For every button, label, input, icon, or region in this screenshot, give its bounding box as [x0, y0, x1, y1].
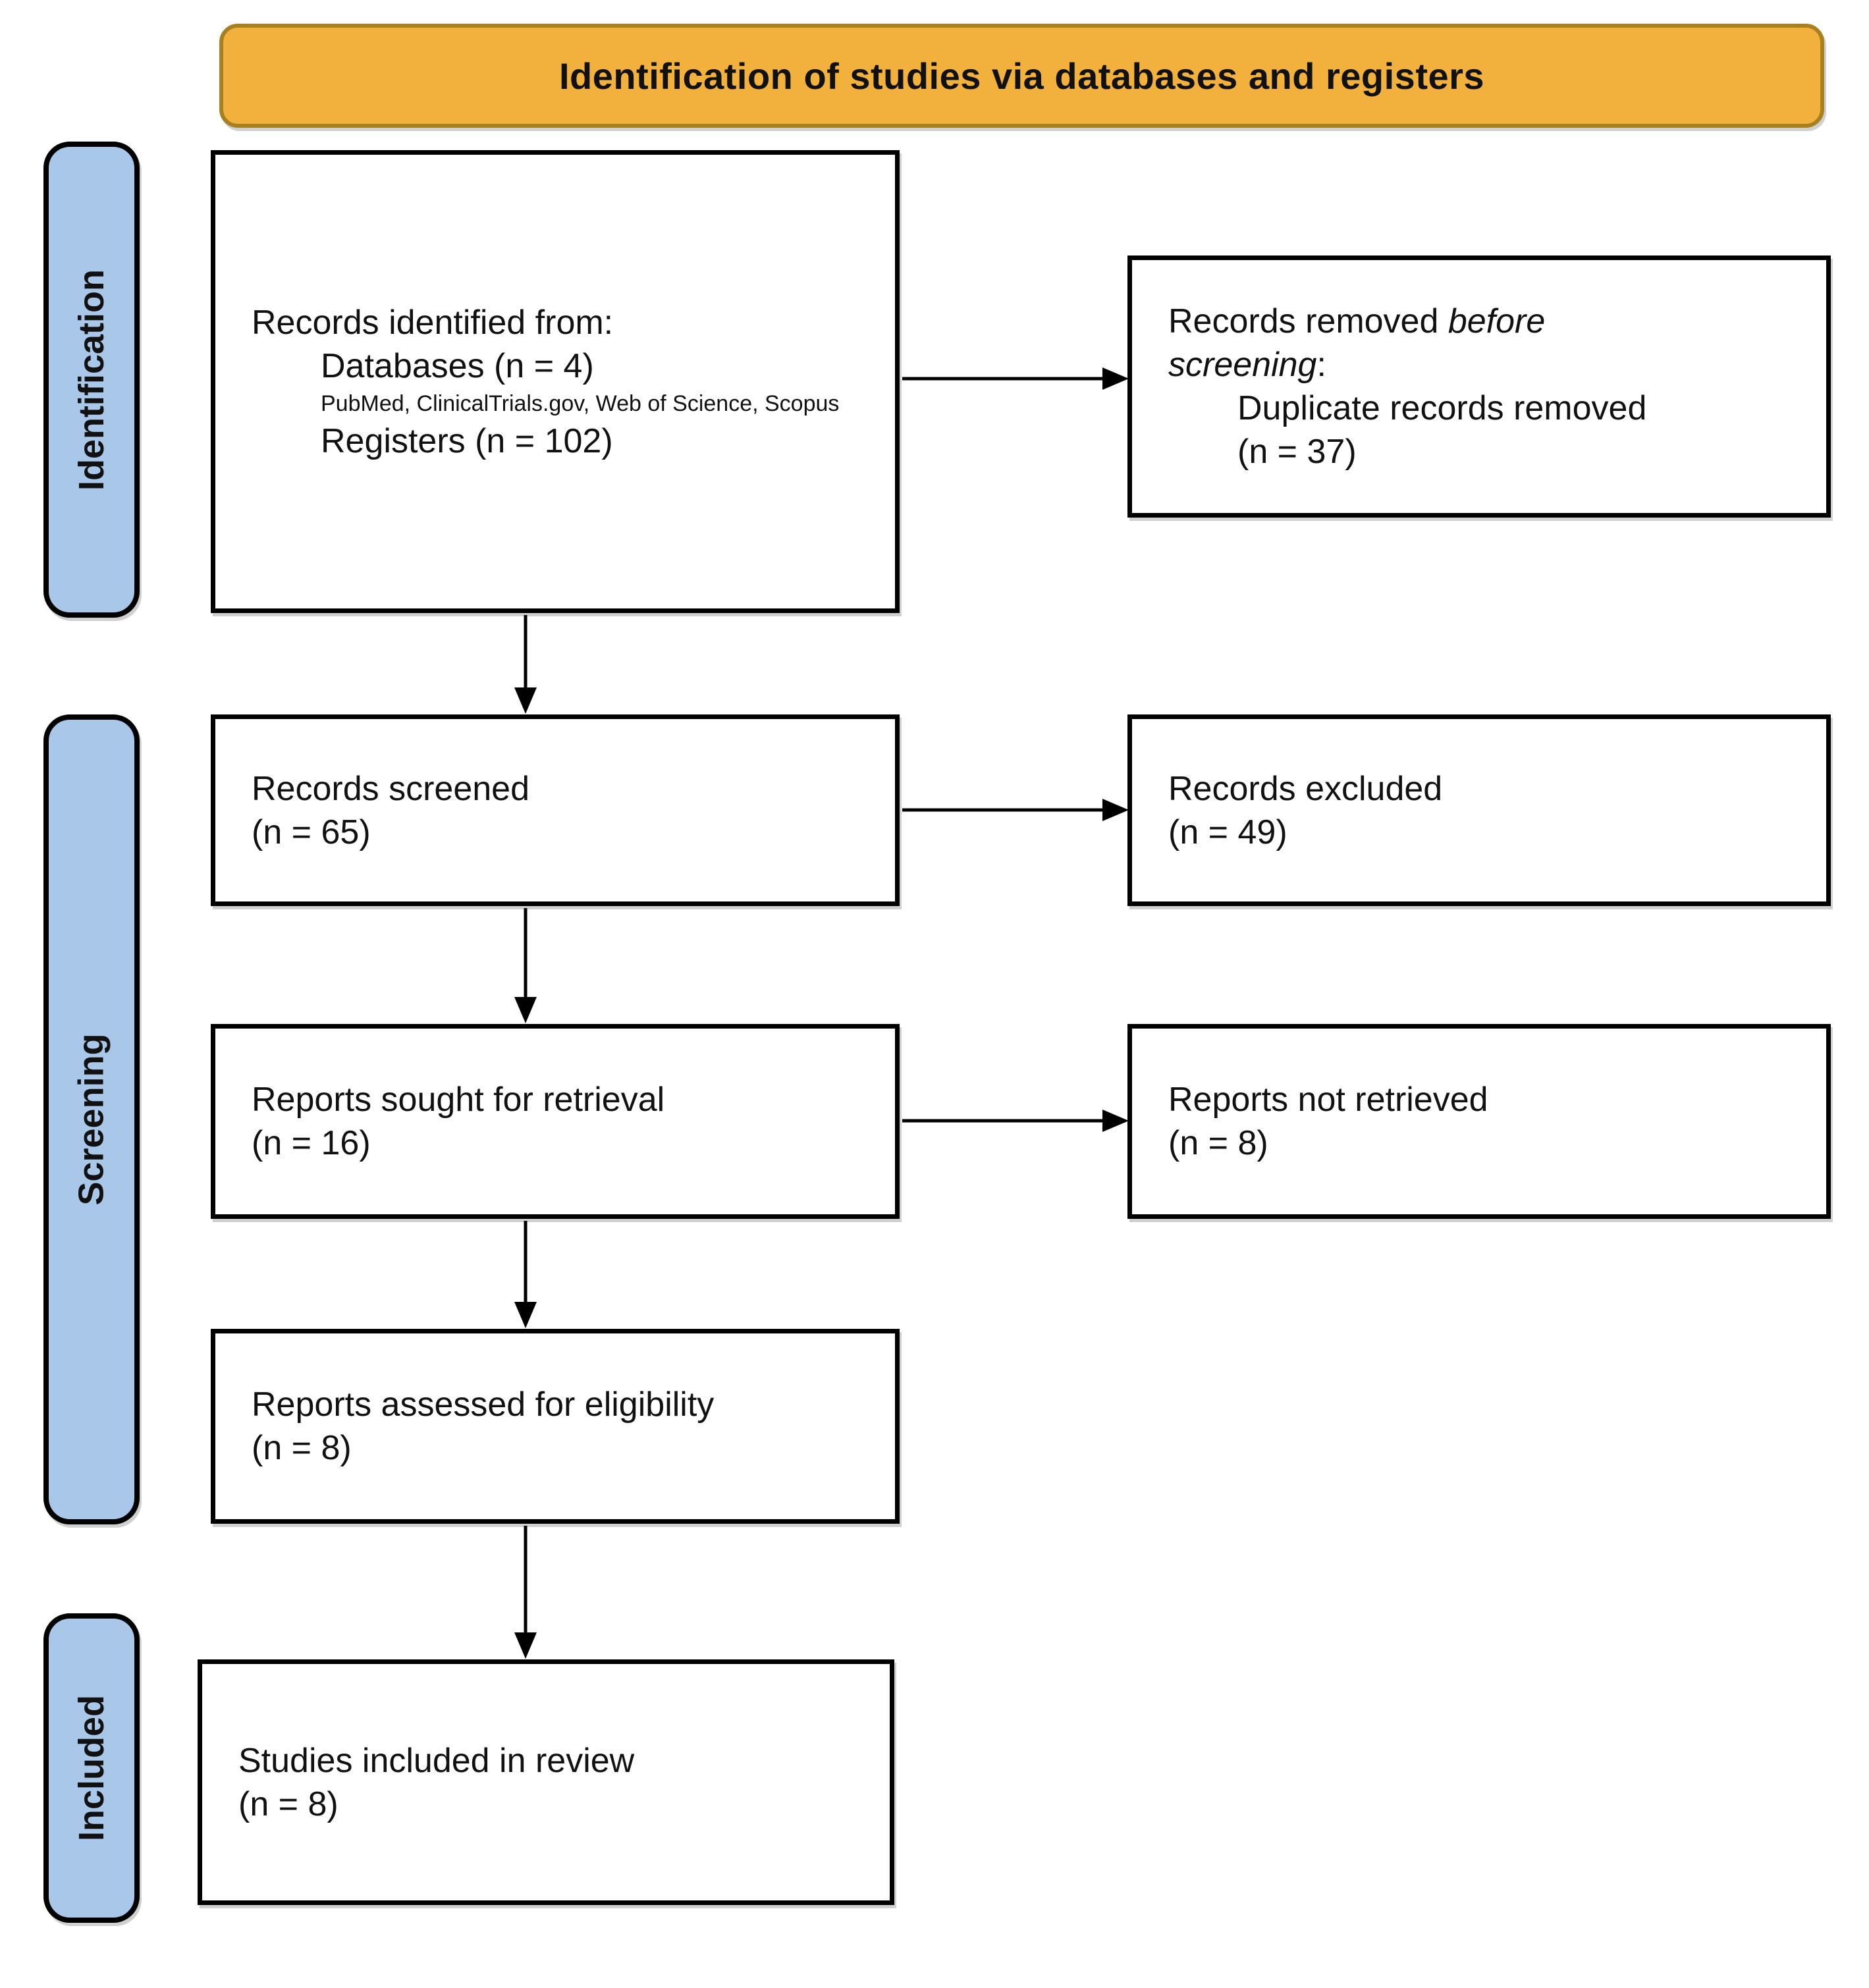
reports-assessed-count: (n = 8): [252, 1429, 352, 1467]
reports-not-retrieved-count: (n = 8): [1168, 1124, 1268, 1162]
records-removed-line2-normal: :: [1316, 346, 1326, 384]
stage-label-identification: Identification: [72, 269, 111, 491]
studies-included-count: (n = 8): [238, 1785, 339, 1823]
records-excluded-title: Records excluded: [1168, 769, 1443, 808]
stage-bar-identification: Identification: [43, 142, 140, 618]
records-removed-line1: Records removed before: [1168, 300, 1545, 343]
box-studies-included: Studies included in review (n = 8): [198, 1659, 894, 1905]
records-removed-line1-normal: Records removed: [1168, 302, 1448, 340]
records-identified-registers: Registers (n = 102): [321, 421, 613, 460]
reports-sought-count: (n = 16): [252, 1124, 371, 1162]
stage-label-included: Included: [72, 1694, 112, 1842]
records-removed-line1-italic: before: [1448, 302, 1546, 340]
stage-bar-screening: Screening: [43, 714, 140, 1524]
box-reports-sought: Reports sought for retrieval (n = 16): [211, 1024, 900, 1219]
box-records-screened: Records screened (n = 65): [211, 714, 900, 906]
records-screened-count: (n = 65): [252, 813, 371, 851]
stage-label-screening: Screening: [72, 1033, 111, 1206]
reports-not-retrieved-title: Reports not retrieved: [1168, 1081, 1488, 1119]
stage-bar-included: Included: [43, 1613, 140, 1923]
records-identified-title: Records identified from:: [252, 303, 614, 342]
records-excluded-count: (n = 49): [1168, 813, 1287, 851]
banner-title: Identification of studies via databases …: [558, 55, 1485, 97]
banner: Identification of studies via databases …: [219, 24, 1824, 128]
box-reports-not-retrieved: Reports not retrieved (n = 8): [1127, 1024, 1831, 1219]
records-removed-count: (n = 37): [1237, 433, 1357, 471]
box-reports-assessed: Reports assessed for eligibility (n = 8): [211, 1329, 900, 1524]
box-records-identified: Records identified from: Databases (n = …: [211, 150, 900, 613]
reports-assessed-title: Reports assessed for eligibility: [252, 1385, 715, 1424]
box-records-excluded: Records excluded (n = 49): [1127, 714, 1831, 906]
records-identified-databases-detail: PubMed, ClinicalTrials.gov, Web of Scien…: [321, 390, 840, 416]
studies-included-title: Studies included in review: [238, 1741, 635, 1780]
reports-sought-title: Reports sought for retrieval: [252, 1081, 665, 1119]
records-removed-line2: screening:: [1168, 343, 1326, 387]
box-records-removed: Records removed before screening: Duplic…: [1127, 255, 1831, 518]
records-removed-reason: Duplicate records removed: [1237, 389, 1647, 427]
records-screened-title: Records screened: [252, 769, 529, 808]
records-identified-databases: Databases (n = 4): [321, 346, 594, 385]
records-removed-line2-italic: screening: [1168, 346, 1317, 384]
